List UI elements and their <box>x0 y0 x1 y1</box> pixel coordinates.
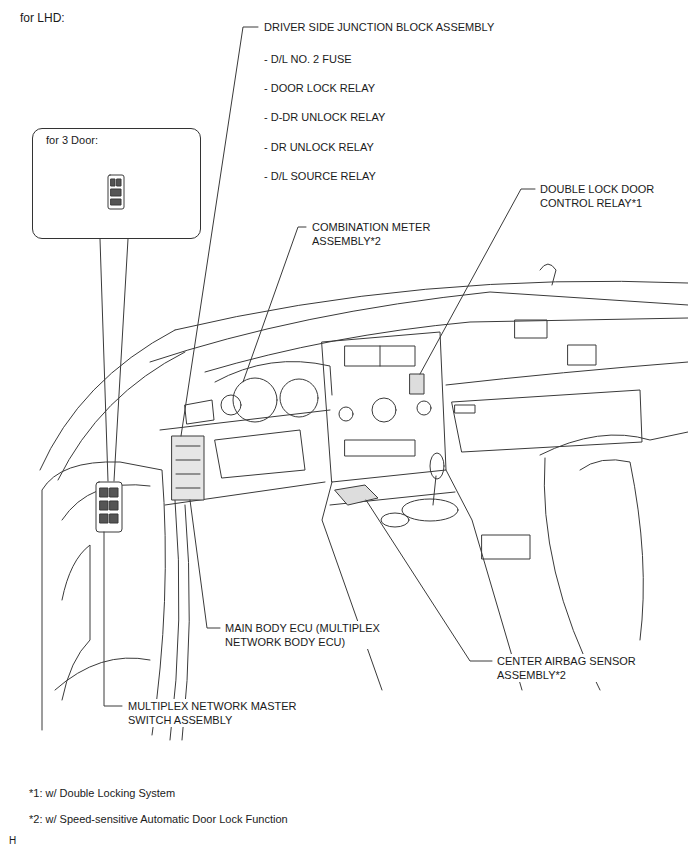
a-pillar <box>58 352 185 480</box>
leader-line <box>181 27 258 436</box>
windshield-line <box>175 281 688 330</box>
lower-dash <box>215 430 305 478</box>
part-item: - DOOR LOCK RELAY <box>263 81 376 95</box>
center-vent-detail <box>380 346 381 366</box>
meter-hood <box>215 362 332 395</box>
part-item: - D/L SOURCE RELAY <box>263 169 377 183</box>
dashboard-top <box>150 292 688 362</box>
a-pillar <box>40 330 175 470</box>
junction-block <box>172 436 204 500</box>
part-name: CENTER AIRBAG SENSOR ASSEMBLY*2 <box>496 654 668 682</box>
master-switch <box>96 482 122 532</box>
door-panel <box>42 462 165 735</box>
switch-button <box>100 488 108 497</box>
figure-code: H <box>8 834 17 848</box>
switch-button <box>110 514 118 523</box>
meter-dial <box>221 395 241 415</box>
right-vent <box>568 345 596 365</box>
switch-button <box>111 189 121 196</box>
leader-line <box>114 239 128 481</box>
heading: for LHD: <box>20 11 65 25</box>
glove-handle <box>455 405 475 413</box>
inset-heading: for 3 Door: <box>46 133 192 147</box>
leader-line <box>243 227 306 382</box>
switch-button <box>100 501 108 510</box>
cup-holder <box>381 513 409 527</box>
part-item: - D/L NO. 2 FUSE <box>263 52 353 66</box>
console <box>322 482 382 690</box>
shift-knob <box>430 453 444 479</box>
junction-block-detail <box>176 446 200 488</box>
airbag-sensor <box>335 485 378 505</box>
switch-button <box>110 501 118 510</box>
clock <box>372 398 396 422</box>
shift-lever <box>433 476 436 505</box>
inset-switch <box>108 175 124 209</box>
center-stack <box>322 332 446 482</box>
shift-boot <box>402 499 458 521</box>
right-vent <box>515 320 547 338</box>
switch-button <box>117 179 121 186</box>
leader-line <box>104 532 122 706</box>
door-pocket <box>55 658 150 690</box>
part-name: DRIVER SIDE JUNCTION BLOCK ASSEMBLY <box>263 20 495 34</box>
inset-box: for 3 Door: <box>32 128 201 239</box>
switch-button <box>110 488 118 497</box>
footnote: *2: w/ Speed-sensitive Automatic Door Lo… <box>28 812 289 826</box>
door-trim <box>62 545 90 700</box>
leader-line <box>100 239 108 481</box>
right-seat <box>540 432 688 455</box>
part-name: COMBINATION METER ASSEMBLY*2 <box>311 220 463 248</box>
double-lock-relay <box>410 374 424 394</box>
knob <box>417 401 431 415</box>
right-dash <box>446 362 688 385</box>
part-item: - D-DR UNLOCK RELAY <box>263 110 386 124</box>
footnote: *1: w/ Double Locking System <box>28 786 176 800</box>
part-name: MAIN BODY ECU (MULTIPLEX NETWORK BODY EC… <box>224 621 416 649</box>
center-vent <box>345 346 415 366</box>
glove-box <box>452 390 642 452</box>
part-name: DOUBLE LOCK DOOR CONTROL RELAY*1 <box>539 182 676 210</box>
rear-vent <box>482 535 530 559</box>
left-vent <box>185 400 214 424</box>
leader-line <box>190 500 220 628</box>
grab-handle <box>540 264 556 285</box>
switch-button <box>111 179 115 186</box>
part-item: - DR UNLOCK RELAY <box>263 140 375 154</box>
knob <box>339 407 353 421</box>
switch-button <box>111 199 121 205</box>
switch-button <box>100 514 108 523</box>
right-seat <box>580 460 643 640</box>
panel-buttons <box>345 440 415 456</box>
meter-dial <box>280 379 318 417</box>
leader-line <box>420 189 535 374</box>
part-name: MULTIPLEX NETWORK MASTER SWITCH ASSEMBLY <box>127 699 329 727</box>
